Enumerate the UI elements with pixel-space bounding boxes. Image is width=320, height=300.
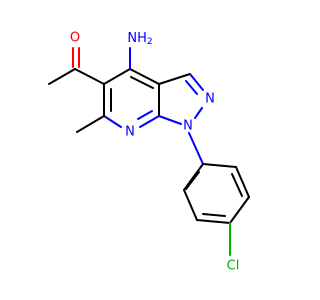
bond-c5-c4 xyxy=(103,68,131,85)
bond-ph-c5-c6-inner xyxy=(231,173,243,197)
bond-ph-c5-c6 xyxy=(235,166,250,198)
bond-methyl-carbonyl xyxy=(48,68,76,85)
bond-ph-c6-c1 xyxy=(202,163,237,168)
amino-symbol: NH xyxy=(127,31,147,46)
bond-c4-c3a xyxy=(129,68,160,85)
bond-c4-c3a-inner xyxy=(130,76,154,89)
atom-n-pyrazole-2: N xyxy=(205,92,215,107)
bond-n2-n1 xyxy=(194,107,203,119)
bond-n1-phenyl xyxy=(188,132,204,165)
atom-chlorine: Cl xyxy=(227,259,240,274)
bond-c6-methyl xyxy=(76,115,105,133)
bond-ph-c2-c3 xyxy=(183,189,198,221)
bond-ph-c3-c4 xyxy=(196,219,231,224)
bond-c7a-n7-inner xyxy=(137,110,153,120)
bond-ph-c3-c4-inner xyxy=(202,213,226,217)
amino-subscript: 2 xyxy=(147,37,153,47)
atom-oxygen: O xyxy=(70,31,80,46)
atom-n-pyrazole-1: N xyxy=(183,119,193,134)
atom-n-pyridine: N xyxy=(125,125,135,140)
bond-carbonyl-c5 xyxy=(74,68,105,85)
atom-amino: NH2 xyxy=(127,31,152,48)
bond-c3-n2-inner xyxy=(185,80,198,95)
bond-ph-c1-c2-inner xyxy=(185,171,200,190)
bond-ph-c1-c2 xyxy=(183,163,204,191)
bond-n1-c7a xyxy=(158,115,182,125)
molecule-structure: O NH2 N N N Cl xyxy=(48,31,250,274)
bond-c3-n2 xyxy=(189,73,204,91)
bond-ph-c4-c5 xyxy=(229,196,250,224)
bond-c3a-c3 xyxy=(158,73,191,85)
bond-c7a-n7 xyxy=(139,115,160,128)
bond-n7-c6 xyxy=(103,115,122,128)
